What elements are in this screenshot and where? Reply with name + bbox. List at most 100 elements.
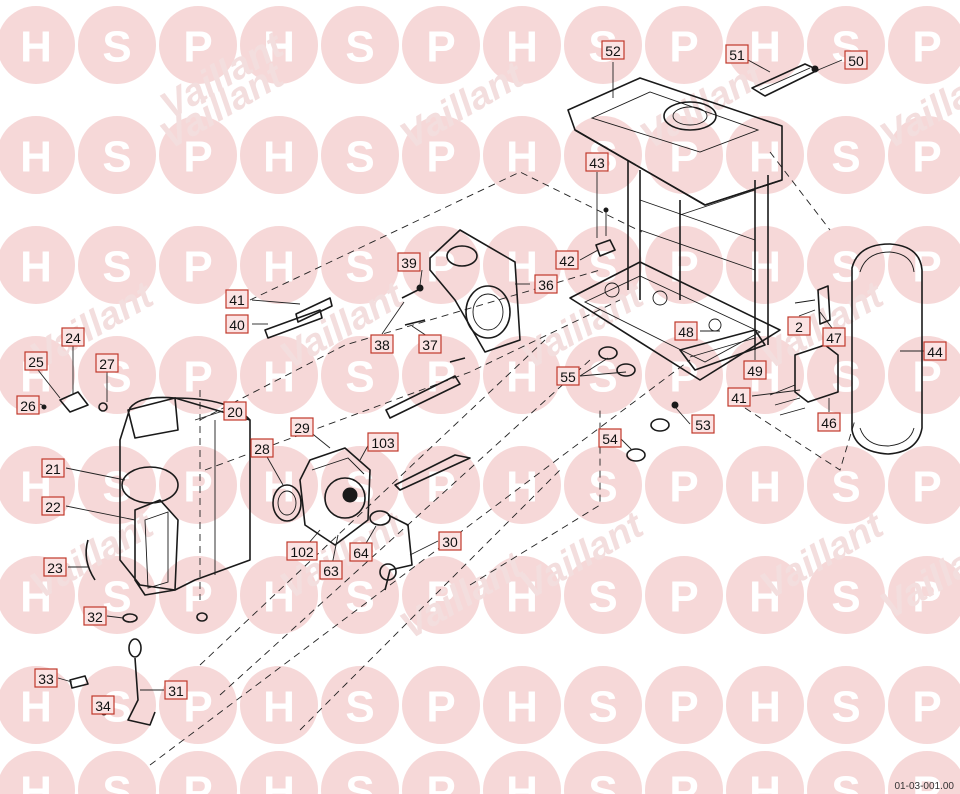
diagram-reference: 01-03-001.00: [894, 781, 955, 792]
watermark-circle: H: [240, 116, 318, 194]
svg-text:P: P: [426, 573, 455, 622]
watermark-circle: P: [402, 446, 480, 524]
svg-text:H: H: [749, 683, 781, 732]
svg-text:P: P: [669, 23, 698, 72]
svg-text:H: H: [263, 353, 295, 402]
watermark-circle: P: [645, 751, 723, 794]
watermark-circle: H: [726, 556, 804, 634]
watermark-circle: P: [888, 446, 960, 524]
watermark-circle: H: [240, 446, 318, 524]
callout-34: 34: [91, 695, 115, 715]
callout-24: 24: [61, 327, 85, 347]
watermark-circle: P: [888, 226, 960, 304]
svg-text:S: S: [831, 463, 860, 512]
callout-text: 103: [371, 435, 395, 451]
callout-30: 30: [438, 531, 462, 551]
callout-103: 103: [367, 432, 399, 452]
svg-text:P: P: [183, 133, 212, 182]
svg-text:S: S: [588, 463, 617, 512]
callout-text: 64: [353, 545, 369, 561]
callout-27: 27: [95, 353, 119, 373]
expansion-vessel-44: [851, 243, 923, 455]
svg-text:P: P: [183, 463, 212, 512]
watermark-circle: S: [807, 116, 885, 194]
svg-text:H: H: [506, 353, 538, 402]
callout-text: 42: [559, 253, 575, 269]
svg-text:P: P: [912, 573, 941, 622]
watermark-circle: P: [159, 116, 237, 194]
callout-63: 63: [319, 560, 343, 580]
callout-53: 53: [691, 414, 715, 434]
callout-text: 33: [38, 671, 54, 687]
fan-hood-36: [429, 229, 521, 353]
callout-51: 51: [725, 44, 749, 64]
callout-text: 25: [28, 354, 44, 370]
svg-text:H: H: [506, 463, 538, 512]
svg-text:S: S: [831, 683, 860, 732]
svg-text:S: S: [588, 683, 617, 732]
watermark-circle: H: [483, 556, 561, 634]
svg-text:P: P: [183, 683, 212, 732]
callout-36: 36: [534, 274, 558, 294]
svg-text:H: H: [749, 573, 781, 622]
callout-text: 21: [45, 461, 61, 477]
svg-text:S: S: [102, 23, 131, 72]
watermark-circle: H: [483, 226, 561, 304]
watermark-circle: S: [564, 446, 642, 524]
watermark-circle: P: [888, 556, 960, 634]
svg-text:H: H: [263, 243, 295, 292]
callout-31: 31: [164, 680, 188, 700]
watermark-circle: H: [726, 666, 804, 744]
svg-text:S: S: [831, 243, 860, 292]
watermark-circle: H: [240, 6, 318, 84]
svg-text:P: P: [669, 133, 698, 182]
svg-text:P: P: [183, 768, 212, 794]
assembly-guide-lines: [149, 151, 856, 766]
callout-text: 34: [95, 698, 111, 714]
callout-26: 26: [16, 395, 40, 415]
watermark-circle: H: [483, 666, 561, 744]
brackets-40-41: [264, 297, 471, 491]
callout-text: 39: [401, 255, 417, 271]
watermark-circle: S: [78, 6, 156, 84]
svg-text:P: P: [669, 573, 698, 622]
callout-44: 44: [923, 341, 947, 361]
svg-text:S: S: [345, 133, 374, 182]
callout-52: 52: [601, 40, 625, 60]
watermark-circle: S: [321, 751, 399, 794]
watermark-circle: P: [402, 6, 480, 84]
svg-text:S: S: [588, 353, 617, 402]
watermark-circle: P: [159, 6, 237, 84]
watermark-circle: S: [321, 116, 399, 194]
svg-text:S: S: [345, 768, 374, 794]
fan-assembly-29: [299, 447, 371, 546]
callout-37: 37: [418, 334, 442, 354]
sensor-parts: [41, 391, 108, 413]
watermark-circle: P: [402, 751, 480, 794]
callout-text: 49: [747, 363, 763, 379]
svg-text:S: S: [102, 133, 131, 182]
watermark-circle: H: [240, 226, 318, 304]
callout-33: 33: [34, 668, 58, 688]
callout-text: 38: [374, 337, 390, 353]
callout-text: 29: [294, 420, 310, 436]
watermark-circle: H: [0, 116, 75, 194]
watermark-circle: P: [645, 446, 723, 524]
svg-text:P: P: [912, 768, 941, 794]
watermark-circle: P: [645, 666, 723, 744]
svg-text:H: H: [263, 768, 295, 794]
watermark-circle: S: [321, 226, 399, 304]
watermark-circle: P: [402, 116, 480, 194]
callout-text: 53: [695, 417, 711, 433]
callout-28: 28: [250, 438, 274, 458]
watermark-circle: H: [483, 336, 561, 414]
svg-text:P: P: [426, 23, 455, 72]
svg-text:S: S: [345, 683, 374, 732]
callout-text: 26: [20, 398, 36, 414]
svg-text:P: P: [426, 683, 455, 732]
svg-text:H: H: [20, 573, 52, 622]
screws: [401, 207, 831, 363]
callout-text: 37: [422, 337, 438, 353]
callout-43: 43: [585, 152, 609, 172]
watermark-circle: P: [402, 666, 480, 744]
